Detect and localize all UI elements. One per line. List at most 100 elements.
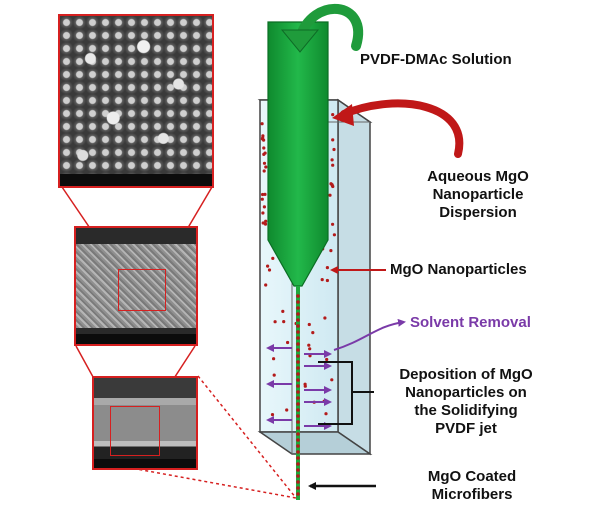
nanoparticle-dot [261,211,265,215]
nanoparticle-dot [264,219,268,223]
label-mgo-coated-microfibers: MgO Coated Microfibers [412,468,532,504]
nanoparticle-dot [308,347,312,351]
nanoparticle-dot [262,169,266,173]
label-pvdf-dmac-solution: PVDF-DMAc Solution [360,51,512,68]
nanoparticle-dot [261,192,265,197]
fiber-coating-dot [296,402,300,406]
nanoparticle-dot [324,412,328,416]
fiber-coating-dot [296,342,300,346]
nanoparticle-dot [262,205,266,209]
fiber-coating-dot [296,474,300,478]
fiber-coating-dot [296,462,300,466]
fiber-coating-dot [296,354,300,358]
dispersion-feed-arrow [332,99,464,158]
fiber-coating-dot [296,336,300,340]
fiber-coating-dot [296,420,300,424]
fiber-coating-dot [296,486,300,490]
nanoparticle-dot [331,163,335,167]
fiber-coating-dot [296,306,300,310]
nanoparticle-dot [330,158,334,162]
nanoparticle-dot [260,197,264,201]
nanoparticle-dot [271,256,275,260]
fiber-coating-dot [296,480,300,484]
nanoparticle-dot [331,222,335,226]
nanoparticle-dot [263,192,267,196]
nanoparticle-dot [272,373,276,377]
fiber-coating-dot [296,294,300,298]
deposition-line-2: Nanoparticles on [405,384,527,401]
label-aqueous-mgo-dispersion: Aqueous MgO Nanoparticle Dispersion [414,168,542,222]
fiber-coating-dot [296,384,300,388]
fiber-coating-dot [296,390,300,394]
label-mgo-nanoparticles: MgO Nanoparticles [390,261,527,278]
fiber-coating-dot [296,378,300,382]
fiber-coating-dot [296,360,300,364]
coated-line-2: Microfibers [431,486,513,503]
fiber-coating-dot [296,366,300,370]
nanoparticle-dot [332,147,336,152]
fiber-coating-dot [296,468,300,472]
coated-line-1: MgO Coated [427,468,517,485]
dispersion-line-3: Dispersion [439,204,517,221]
nanoparticle-dot [262,146,266,150]
dispersion-line-1: Aqueous MgO [427,168,529,185]
fiber-coating-dot [296,300,300,304]
syringe-needle [267,21,329,287]
nanoparticle-dot [307,322,311,327]
label-solvent-removal: Solvent Removal [410,314,531,331]
nanoparticle-dot [285,408,289,412]
fiber-coating-dot [296,330,300,334]
fiber-coating-dot [296,438,300,442]
nanoparticle-dot [260,122,264,126]
fiber-coating-dot [296,432,300,436]
nanoparticle-dot [270,413,275,417]
fiber-coating-dot [296,426,300,430]
nanoparticle-dot [331,113,335,117]
nanoparticle-dot [261,136,265,140]
nanoparticle-dot [266,264,270,268]
fiber-coating-dot [296,408,300,412]
fiber-coating-dots [296,294,300,496]
deposition-line-1: Deposition of MgO [399,366,533,383]
sem-micrograph-high-mag [58,14,214,188]
nanoparticle-dot [328,193,332,197]
nanoparticle-dot [332,233,336,237]
sem-micrograph-mid-mag [74,226,198,346]
nanoparticle-dot [325,266,329,270]
nanoparticle-dot [263,151,267,155]
nanoparticle-dot [331,138,335,142]
fiber-coating-dot [296,372,300,376]
nanoparticle-dot [272,357,276,361]
fiber-coating-dot [296,396,300,400]
fiber-coating-dot [296,318,300,322]
nanoparticle-dot [325,357,329,362]
nanoparticle-dot [311,331,315,335]
nanoparticle-dot [330,378,334,382]
solution-feed-arrow [280,3,364,53]
nanoparticle-dot [282,320,286,324]
nanoparticle-dot [262,161,267,165]
nanoparticle-dot [264,283,268,287]
nanoparticle-dot [264,165,268,169]
nanoparticle-dot [273,320,277,324]
nanoparticle-dot [329,249,333,253]
fiber-coating-dot [296,324,300,328]
nanoparticle-dot [303,382,307,386]
nanoparticle-dot [286,340,290,345]
deposition-line-4: PVDF jet [435,420,497,437]
nanoparticle-dot [267,268,272,272]
solvent-arrows [266,344,332,430]
fiber-coating-dot [296,348,300,352]
solvent-removal-arrow [333,318,406,351]
fiber-coating-dot [296,492,300,496]
nanoparticle-dot [329,182,333,186]
nanoparticle-dot [325,278,329,283]
nanoparticle-dot [263,222,268,226]
fiber-coating-dot [296,312,300,316]
nanoparticle-dot [307,343,311,347]
dispersion-line-2: Nanoparticle [432,186,524,203]
fiber-coating-dot [296,414,300,418]
label-deposition: Deposition of MgO Nanoparticles on the S… [378,366,554,438]
